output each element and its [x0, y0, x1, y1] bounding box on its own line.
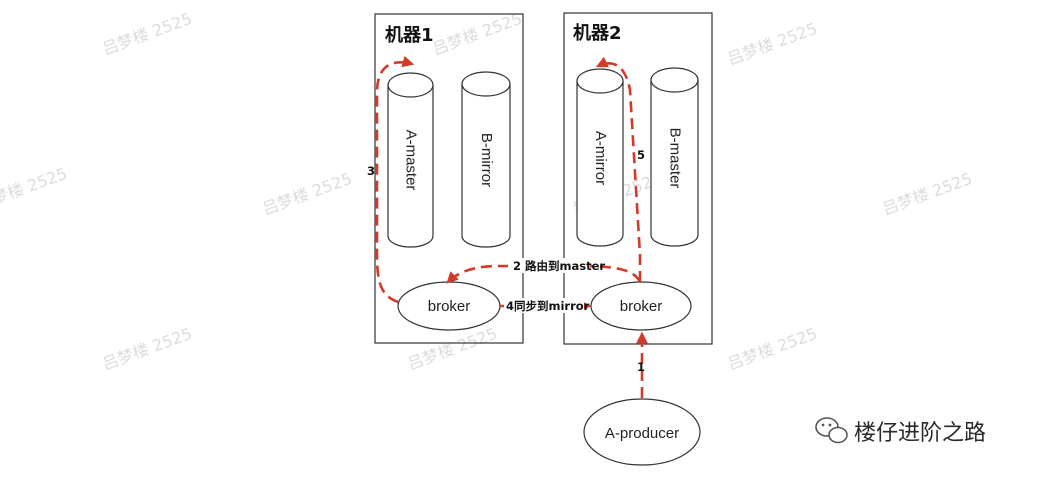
brand-name: 楼仔进阶之路	[854, 421, 986, 446]
watermark: 吕梦楼 2525	[725, 19, 820, 69]
arrow-4-label-bg	[504, 298, 584, 313]
broker-2: broker	[590, 281, 692, 331]
queue-b-mirror: B-mirror	[461, 71, 511, 248]
queue-label: B-master	[667, 128, 684, 189]
watermark: 吕梦楼 2525	[880, 169, 975, 219]
watermark: 吕梦楼 2525	[430, 9, 525, 59]
queue-b-master: B-master	[650, 67, 699, 247]
producer-node: A-producer	[583, 398, 701, 466]
queue-label: A-mirror	[592, 131, 609, 185]
brand-logo: 楼仔进阶之路	[815, 417, 986, 446]
broker-1-label: broker	[428, 298, 471, 315]
arrow-4-label: 4同步到mirror	[506, 299, 590, 313]
watermark: 吕梦楼 2525	[405, 324, 500, 374]
arrow-step-3	[375, 55, 415, 304]
watermark: 吕梦楼 2525	[260, 169, 355, 219]
machine-1-title: 机器1	[385, 25, 434, 46]
broker-1: broker	[397, 281, 501, 331]
machine-2-title: 机器2	[573, 23, 622, 44]
arrow-2-label: 2 路由到master	[513, 259, 605, 273]
arrow-1-label: 1	[637, 360, 645, 374]
arrow-step-5	[595, 56, 642, 282]
wechat-icon	[815, 417, 848, 444]
watermark: 吕梦楼 2525	[725, 324, 820, 374]
arrow-3-label: 3	[367, 164, 375, 178]
arrow-2-label-bg	[508, 258, 590, 273]
queue-a-master: A-master	[387, 72, 434, 248]
watermark: 吕梦楼 2525	[100, 9, 195, 59]
machine-1-box	[374, 13, 524, 344]
machine-2-box	[563, 12, 713, 345]
producer-label: A-producer	[605, 425, 679, 442]
queue-a-mirror: A-mirror	[576, 68, 624, 247]
queue-label: A-master	[403, 130, 420, 191]
watermark: 吕梦楼 2525	[0, 164, 70, 214]
arrow-5-label: 5	[637, 148, 645, 162]
queue-label: B-mirror	[478, 133, 495, 187]
broker-2-label: broker	[620, 298, 663, 315]
watermark: 吕梦楼 2525	[100, 324, 195, 374]
